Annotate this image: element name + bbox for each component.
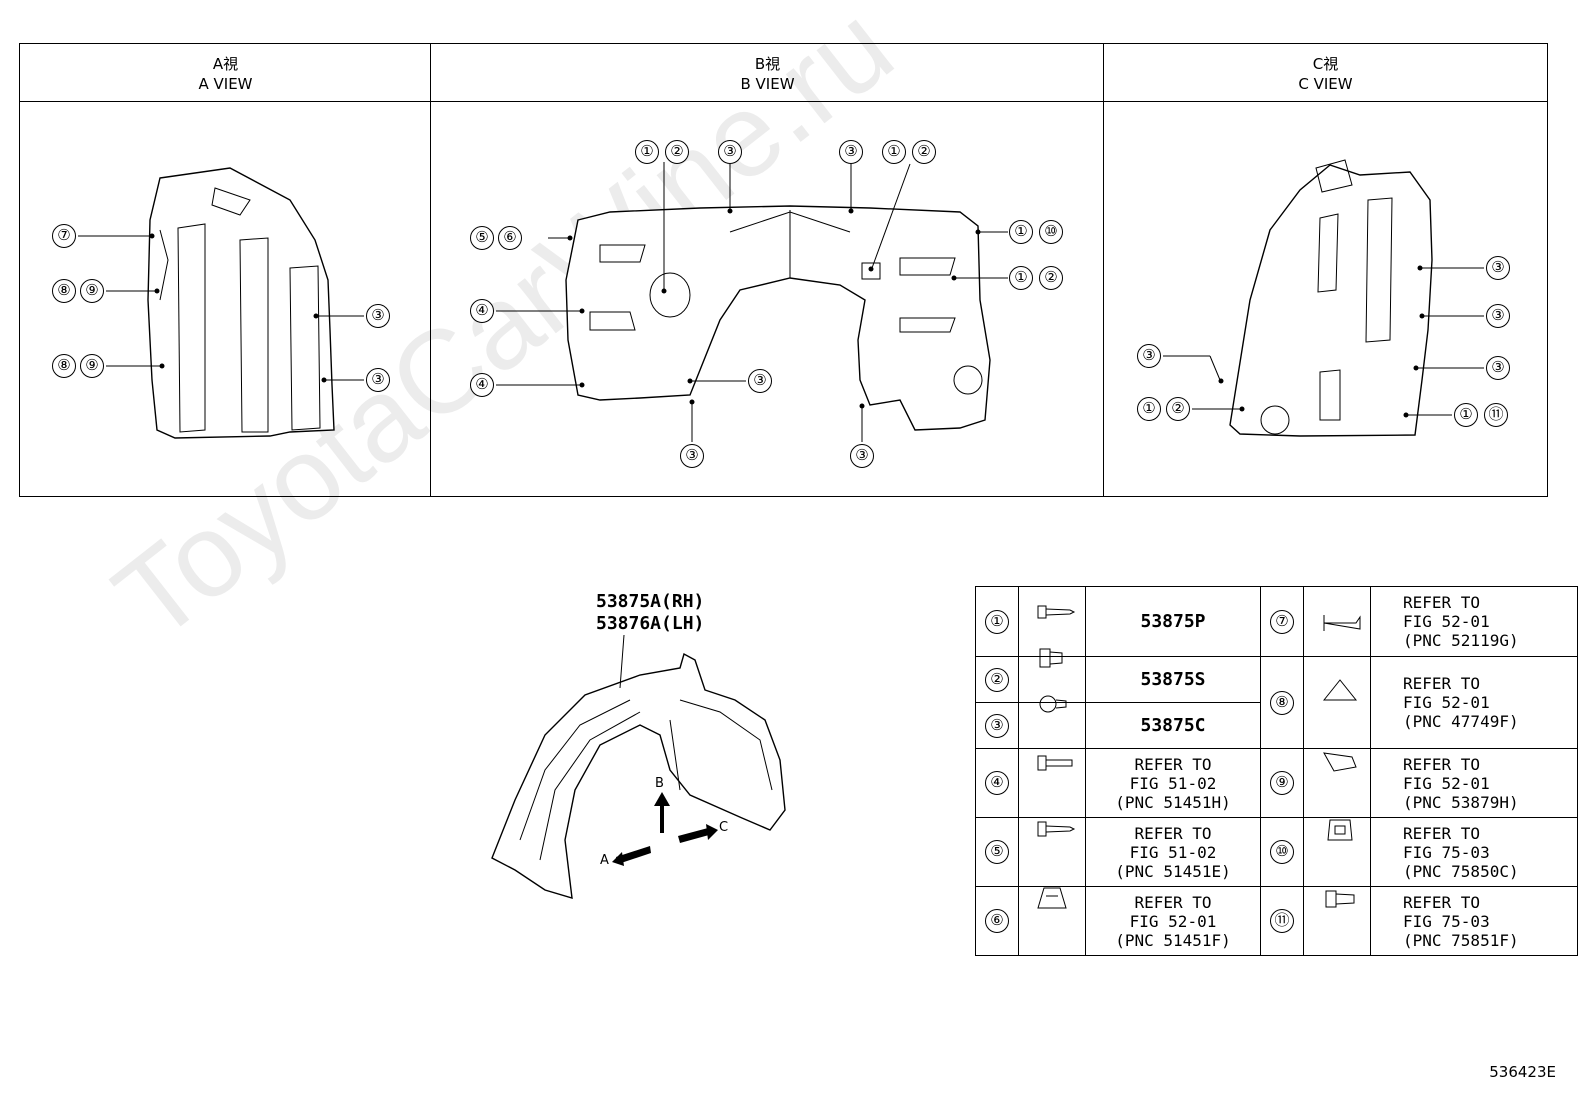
callout-11: ⑪ (1484, 403, 1508, 427)
legend-no-4: ④ (985, 771, 1009, 795)
view-b-title: B VIEW (740, 75, 795, 93)
legend-icon-cell (1303, 817, 1371, 887)
arrow-label-a: A (600, 853, 609, 868)
legend-part-1: 53875P (1085, 586, 1261, 657)
legend-no-1: ① (985, 609, 1009, 634)
view-a-header: A視 A VIEW (20, 44, 431, 102)
part-number-rh: 53875A(RH) (596, 591, 705, 612)
callout-6: ⑥ (498, 226, 522, 250)
view-c-title-jp: C視 (1312, 55, 1339, 73)
legend-no-2: ② (985, 667, 1009, 692)
callout-3: ③ (366, 368, 390, 392)
arrow-label-b: B (655, 776, 664, 791)
legend-part-2: 53875S (1085, 656, 1261, 703)
legend-no-9: ⑨ (1270, 771, 1294, 795)
legend-no-3: ③ (985, 713, 1009, 738)
view-a-title-jp: A視 (212, 55, 239, 73)
callout-2: ② (665, 140, 689, 164)
legend-icon-cell (1303, 886, 1371, 956)
callout-1: ① (1009, 220, 1033, 244)
legend-no-7: ⑦ (1270, 609, 1294, 634)
callout-1: ① (1009, 266, 1033, 290)
view-c: C視 C VIEW (1103, 44, 1547, 496)
callout-3: ③ (839, 140, 863, 164)
callout-3: ③ (748, 369, 772, 393)
legend-no-10: ⑩ (1270, 840, 1294, 864)
part-number-label: 53875A(RH) 53876A(LH) (596, 591, 704, 635)
legend-icon-cell (1018, 656, 1086, 703)
callout-3: ③ (1486, 356, 1510, 380)
callout-3: ③ (1486, 304, 1510, 328)
callout-8: ⑧ (52, 279, 76, 303)
legend-icon-cell (1303, 748, 1371, 818)
callout-7: ⑦ (52, 224, 76, 248)
callout-9: ⑨ (80, 354, 104, 378)
part-number-lh: 53876A(LH) (596, 613, 705, 634)
legend-part-3: 53875C (1085, 702, 1261, 749)
legend-icon-cell (1018, 748, 1086, 818)
callout-4: ④ (470, 299, 494, 323)
view-b-title-jp: B視 (754, 55, 781, 73)
view-a-title: A VIEW (198, 75, 253, 93)
callout-2: ② (1166, 397, 1190, 421)
callout-1: ① (1454, 403, 1478, 427)
view-a: A視 A VIEW (20, 44, 431, 496)
callout-9: ⑨ (80, 279, 104, 303)
callout-4: ④ (470, 373, 494, 397)
legend-no-8: ⑧ (1270, 690, 1294, 715)
callout-3: ③ (1137, 344, 1161, 368)
legend-icon-cell (1018, 886, 1086, 956)
wheel-liner-perspective-drawing (491, 634, 786, 899)
a-view-liner-drawing (78, 167, 364, 439)
views-panel: A視 A VIEW B視 B VIEW C視 C VIEW (19, 43, 1548, 497)
callout-8: ⑧ (52, 354, 76, 378)
callout-10: ⑩ (1039, 220, 1063, 244)
legend-icon-cell (1303, 586, 1371, 657)
callout-3: ③ (718, 140, 742, 164)
callout-1: ① (1137, 397, 1161, 421)
callout-3: ③ (680, 444, 704, 468)
callout-1: ① (882, 140, 906, 164)
callout-5: ⑤ (470, 226, 494, 250)
legend-icon-cell (1303, 656, 1371, 749)
view-b: B視 B VIEW (430, 44, 1104, 496)
view-c-header: C視 C VIEW (1104, 44, 1547, 102)
view-b-header: B視 B VIEW (431, 44, 1104, 102)
callout-3: ③ (850, 444, 874, 468)
legend-icon-cell (1018, 702, 1086, 749)
arrow-label-c: C (719, 820, 729, 835)
c-view-liner-drawing (1163, 159, 1484, 437)
callout-3: ③ (366, 304, 390, 328)
b-view-liner-drawing (496, 162, 1008, 442)
legend-no-5: ⑤ (985, 840, 1009, 864)
figure-id: 536423E (1489, 1063, 1556, 1081)
callout-3: ③ (1486, 256, 1510, 280)
legend-no-6: ⑥ (985, 909, 1009, 933)
callout-2: ② (1039, 266, 1063, 290)
legend-icon-cell (1018, 586, 1086, 657)
view-c-title: C VIEW (1298, 75, 1353, 93)
legend-no-11: ⑪ (1270, 909, 1294, 933)
legend-icon-cell (1018, 817, 1086, 887)
callout-1: ① (635, 140, 659, 164)
callout-2: ② (912, 140, 936, 164)
